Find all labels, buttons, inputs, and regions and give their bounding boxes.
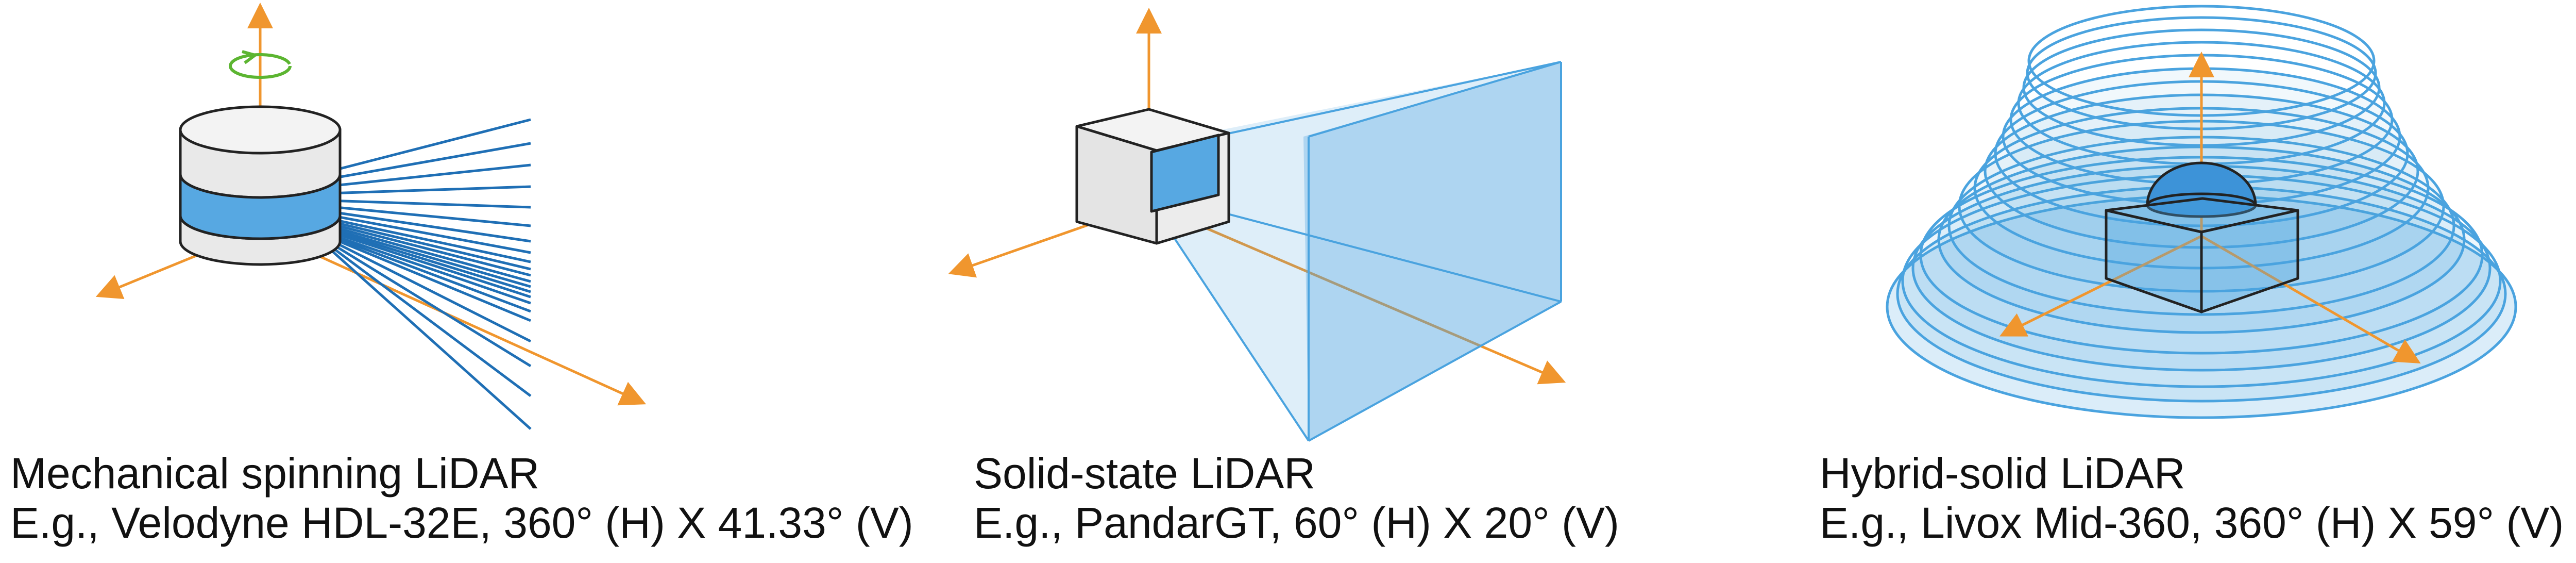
- laser-beams: [313, 118, 532, 430]
- mechanical-lidar-illustration: [95, 3, 647, 430]
- spinning-lidar-icon: [179, 105, 342, 266]
- rotation-icon: [229, 50, 292, 79]
- caption-title: Mechanical spinning LiDAR: [10, 449, 540, 498]
- caption-hybrid: Hybrid-solid LiDAR E.g., Livox Mid-360, …: [1820, 449, 2564, 548]
- caption-example: E.g., Velodyne HDL-32E, 360° (H) X 41.33…: [10, 499, 913, 547]
- field-of-view: [1149, 61, 1562, 442]
- caption-example: E.g., Livox Mid-360, 360° (H) X 59° (V): [1820, 499, 2564, 547]
- hybrid-lidar-icon: [2105, 161, 2299, 313]
- solid-state-lidar-illustration: [948, 8, 1566, 442]
- caption-solid-state: Solid-state LiDAR E.g., PandarGT, 60° (H…: [974, 449, 1619, 548]
- solid-state-lidar-icon: [1075, 108, 1230, 245]
- caption-title: Hybrid-solid LiDAR: [1820, 449, 2185, 498]
- hybrid-lidar-illustration: [1886, 5, 2517, 419]
- caption-mechanical: Mechanical spinning LiDAR E.g., Velodyne…: [10, 449, 913, 548]
- caption-example: E.g., PandarGT, 60° (H) X 20° (V): [974, 499, 1619, 547]
- caption-title: Solid-state LiDAR: [974, 449, 1315, 498]
